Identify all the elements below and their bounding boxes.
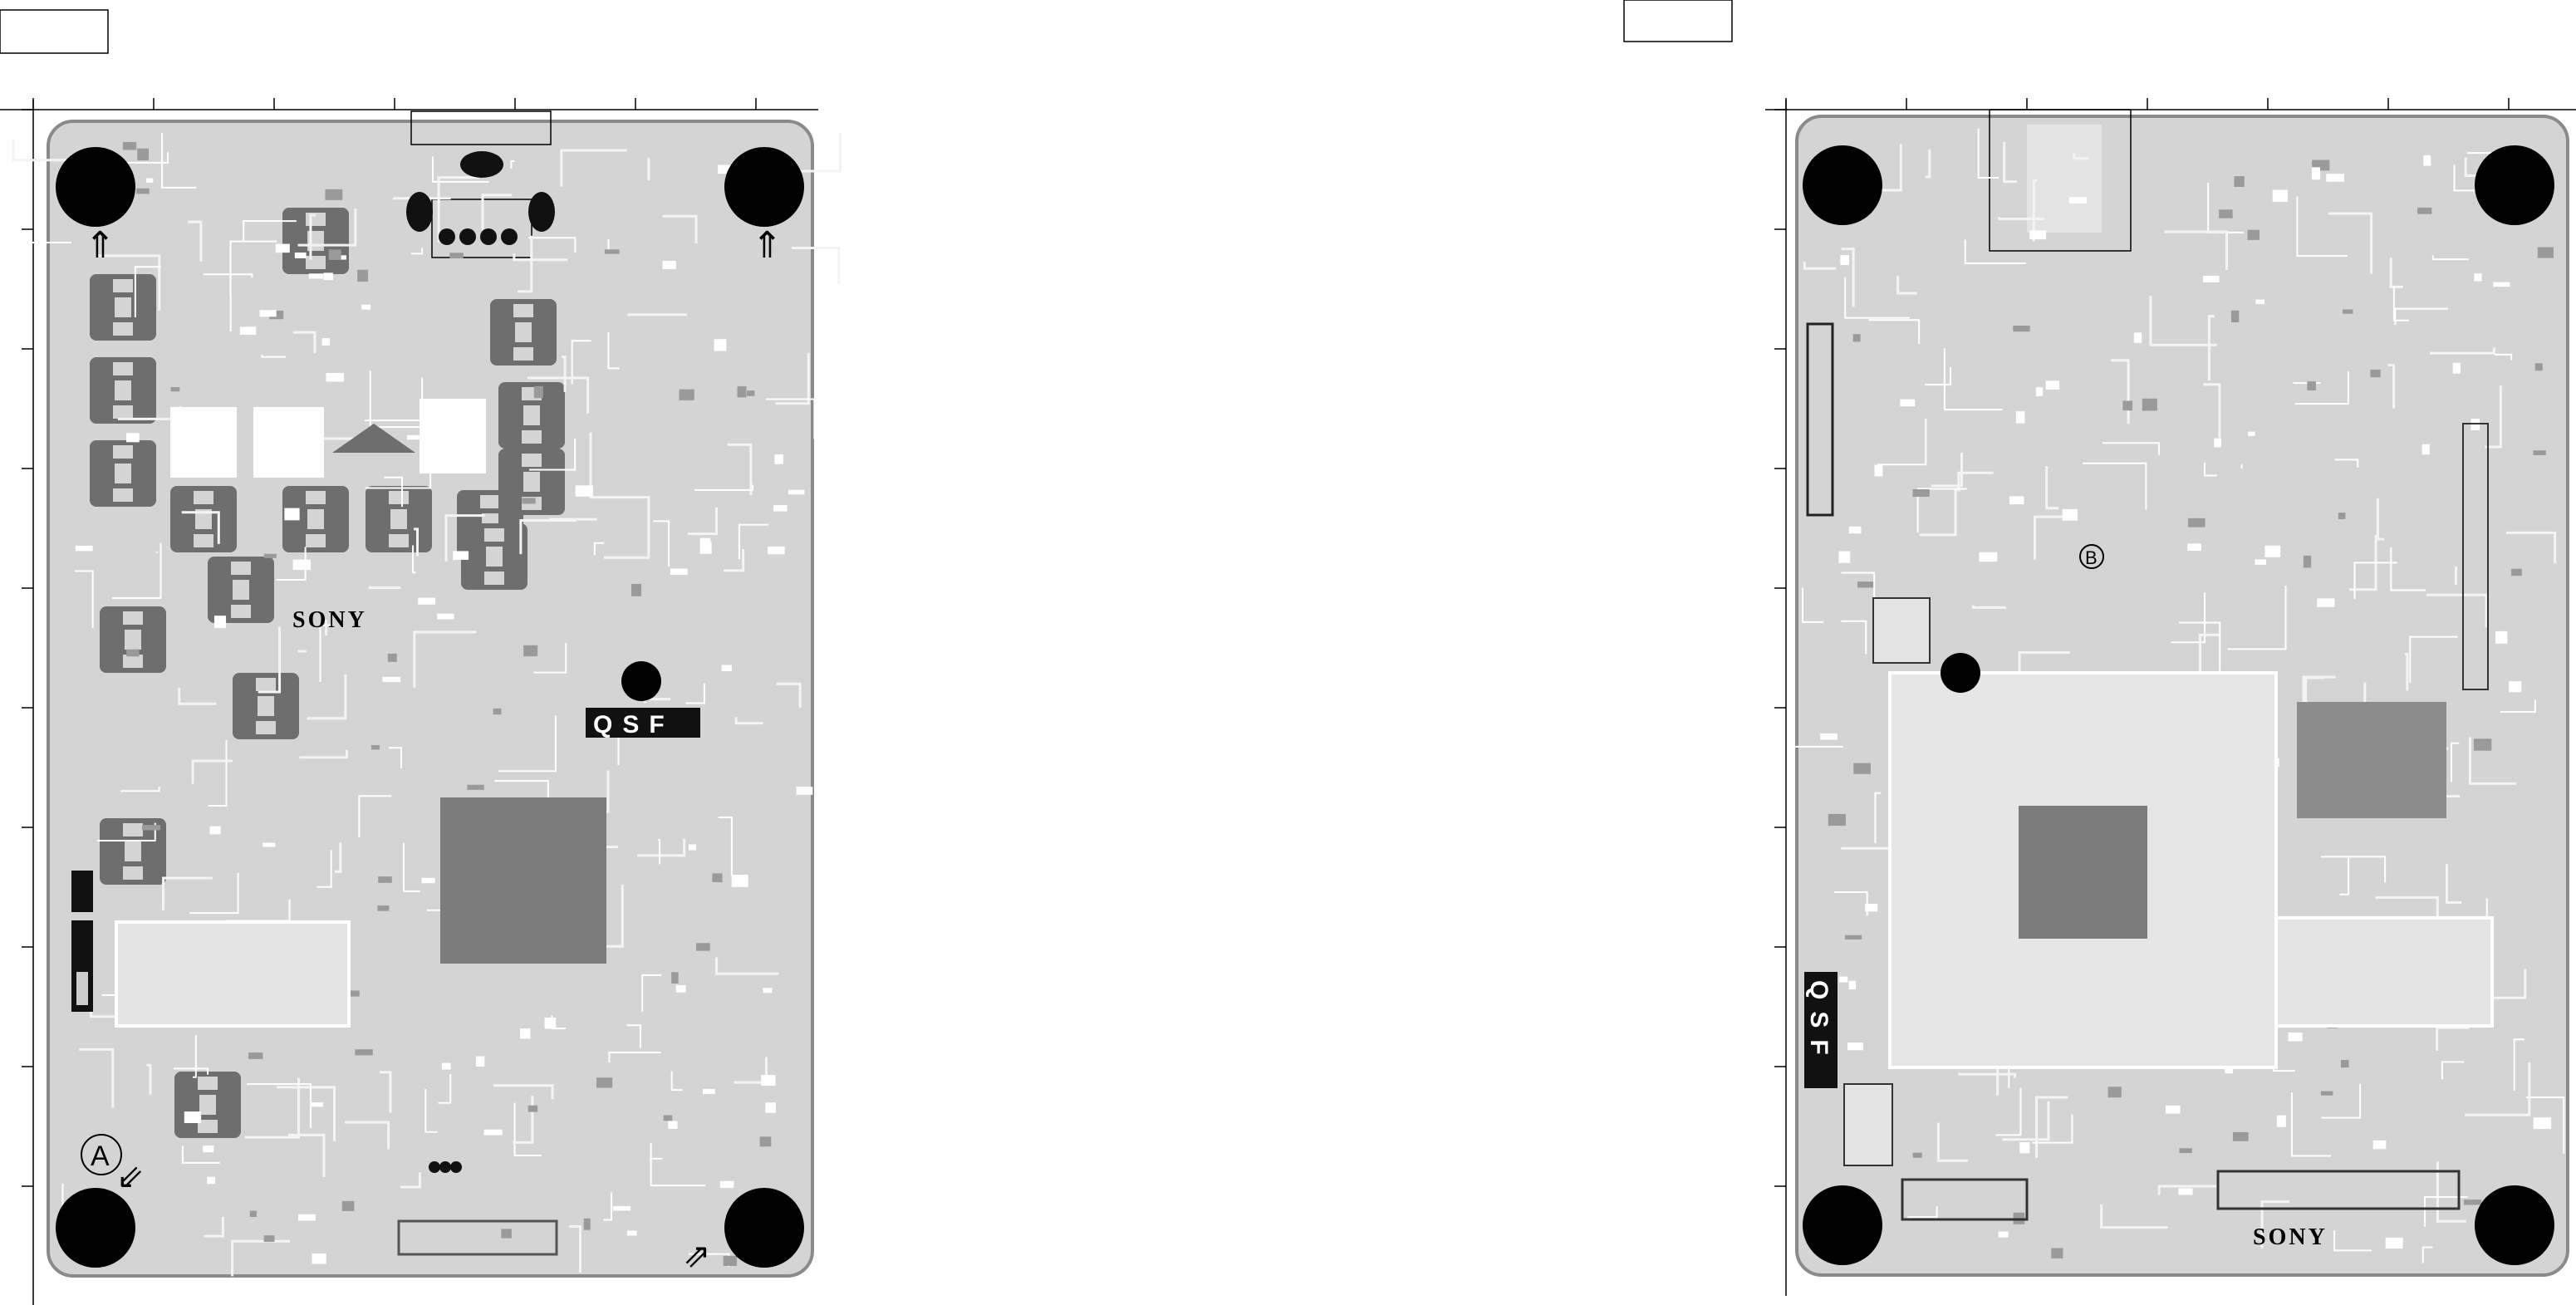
right-tag-box xyxy=(1624,0,1732,42)
left-mounting-hole-tr xyxy=(724,147,804,227)
h-component xyxy=(490,299,557,365)
right-ic-2 xyxy=(2297,702,2446,818)
right-mounting-hole-tr xyxy=(2475,145,2554,225)
right-qsf-label: QSF xyxy=(1805,980,1833,1067)
right-pad-block xyxy=(1873,598,1930,663)
left-tag-box xyxy=(0,10,108,53)
right-main-ic xyxy=(2019,806,2147,939)
left-pad-block xyxy=(170,407,237,478)
h-component xyxy=(90,357,156,424)
left-pad-block xyxy=(253,407,324,478)
right-board: SONY QSF B xyxy=(1624,0,2576,1296)
right-pad-block xyxy=(1844,1084,1892,1165)
left-black-bar xyxy=(71,871,93,912)
left-mounting-hole-br xyxy=(724,1188,804,1268)
right-mounting-hole-tl xyxy=(1803,145,1882,225)
h-component xyxy=(90,440,156,507)
left-ic-2 xyxy=(116,922,349,1026)
h-component xyxy=(461,523,527,590)
h-component xyxy=(170,486,237,552)
h-component xyxy=(90,274,156,341)
left-arrow-up-icon: ⇑ xyxy=(85,225,115,266)
h-component xyxy=(208,557,274,623)
left-mounting-hole-bl xyxy=(56,1188,135,1268)
right-mounting-hole-br xyxy=(2475,1185,2554,1265)
right-ic-3 xyxy=(2276,918,2492,1026)
left-arrow-diag-icon: ⇙ xyxy=(116,1159,145,1195)
right-mounting-hole-bl xyxy=(1803,1185,1882,1265)
h-component xyxy=(174,1072,241,1138)
right-sony-logo: SONY xyxy=(2253,1224,2328,1250)
left-arrow-up-icon: ⇑ xyxy=(752,225,783,266)
left-bar-window xyxy=(76,972,88,1005)
h-component xyxy=(282,208,349,274)
left-pad-block xyxy=(420,399,486,473)
left-fiducial-dot xyxy=(621,661,661,701)
h-component xyxy=(498,449,565,515)
h-component xyxy=(366,486,432,552)
h-component xyxy=(233,673,299,739)
left-fiducial-label: A xyxy=(91,1141,110,1172)
left-sony-logo: SONY xyxy=(292,607,367,633)
right-connector-body xyxy=(2027,125,2102,233)
left-mounting-hole-tl xyxy=(56,147,135,227)
left-arrow-diag-icon: ⇗ xyxy=(683,1238,711,1274)
right-fiducial-label: B xyxy=(2085,547,2098,568)
left-main-ic xyxy=(440,797,606,964)
h-component xyxy=(498,382,565,449)
h-component xyxy=(100,606,166,673)
left-board: ⇑ ⇑ ⇗ ⇙ SONY QSF A xyxy=(0,10,841,1305)
left-qsf-label: QSF xyxy=(593,711,675,738)
right-fiducial-dot xyxy=(1941,653,1980,693)
left-board-outline xyxy=(48,121,812,1276)
